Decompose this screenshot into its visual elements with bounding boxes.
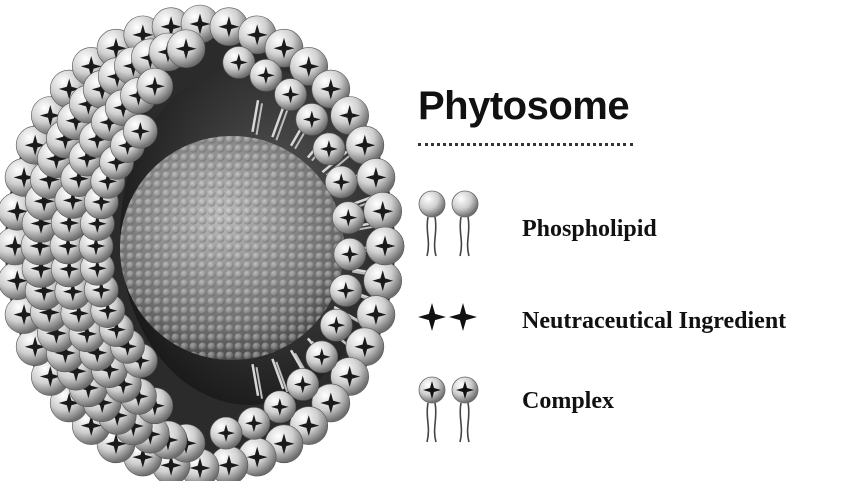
legend-tail (460, 403, 461, 442)
title-divider (418, 143, 633, 146)
legend-bead (452, 191, 478, 217)
legend-tail (435, 403, 436, 442)
legend-tail (468, 403, 469, 442)
core-shading (120, 136, 344, 360)
star-icon (418, 303, 477, 331)
legend-tail (435, 217, 436, 256)
complex-icon (419, 377, 445, 442)
legend-tail (427, 403, 428, 442)
legend-tail (460, 217, 461, 256)
legend-tail (427, 217, 428, 256)
legend-bead (419, 191, 445, 217)
legend-tail (468, 217, 469, 256)
legend-label-complex: Complex (522, 388, 614, 415)
legend-star (418, 303, 446, 331)
phospholipid-icon (452, 191, 478, 256)
phospholipid-icon (419, 191, 445, 256)
complex-icon (452, 377, 478, 442)
phytosome-sphere (0, 5, 404, 481)
legend-label-neutraceutical: Neutraceutical Ingredient (522, 308, 786, 335)
legend-icons (418, 191, 478, 442)
diagram-title: Phytosome (418, 84, 629, 129)
legend-label-phospholipid: Phospholipid (522, 216, 657, 243)
legend-star (449, 303, 477, 331)
